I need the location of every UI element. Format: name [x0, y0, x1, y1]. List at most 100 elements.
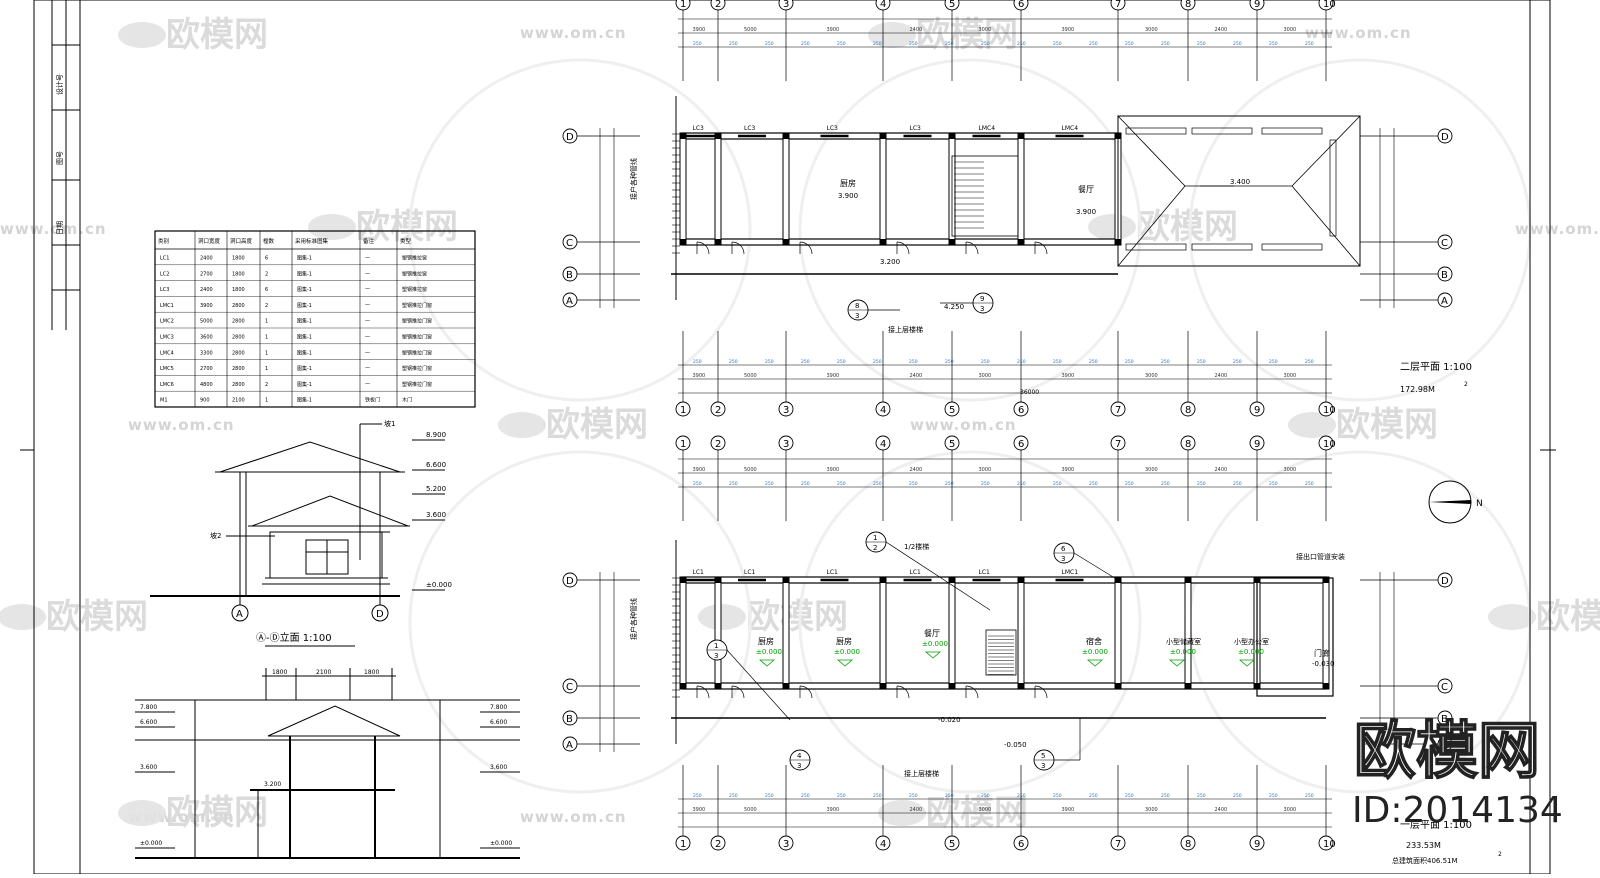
- lower-column: [1018, 683, 1024, 689]
- upper-axis-left-label: A: [566, 296, 573, 307]
- upper-skylight: [1125, 243, 1187, 251]
- lower-window-label: LC1: [979, 569, 991, 576]
- watermark-logo-5: 欧模网: [1288, 405, 1438, 445]
- upper-axis-top-label: 1: [680, 0, 686, 10]
- lower-dim-bottom: 2400: [910, 807, 923, 813]
- lower-sub-dim-top: 250: [1053, 481, 1062, 487]
- lower-axis-right-label: C: [1441, 682, 1448, 693]
- upper-level-small: 4.250: [944, 303, 964, 311]
- elevation-callout-2: 坡2: [210, 531, 221, 540]
- upper-axis-bottom-label: 7: [1115, 405, 1121, 416]
- lower-axis-left-label: A: [566, 740, 573, 751]
- upper-roof-outline: [1117, 115, 1361, 267]
- upper-axis-bottom-label: 6: [1018, 405, 1024, 416]
- upper-door-swing: [696, 241, 710, 255]
- lower-dim-top: 3900: [827, 467, 840, 473]
- watermark-url-6: www.om.cn: [1515, 220, 1600, 238]
- lower-level-marker: [1238, 659, 1256, 667]
- upper-sub-dim-top: 250: [1161, 41, 1170, 47]
- lower-callout-leader-3: [726, 649, 791, 721]
- lower-level-marker: [758, 659, 776, 667]
- lower-right-note: 接出口管道安装: [1296, 552, 1345, 561]
- upper-dim-bottom: 3900: [693, 373, 706, 379]
- lower-dim-top: 5000: [744, 467, 757, 473]
- lower-axis-bottom-label: 2: [715, 839, 721, 850]
- lower-sub-dim-top: 250: [729, 481, 738, 487]
- lower-column: [1185, 577, 1191, 583]
- schedule-cell: 4800: [200, 382, 213, 388]
- lower-wall-south: [682, 682, 1327, 690]
- schedule-cell: LMC6: [160, 382, 174, 388]
- title-block-text: 设计号 图号 日期: [55, 74, 64, 235]
- lower-sub-dim-top: 250: [1161, 481, 1170, 487]
- lower-column: [1018, 577, 1024, 583]
- schedule-cell: 一: [365, 350, 370, 356]
- lower-dim-bottom: 5000: [744, 807, 757, 813]
- lower-column: [880, 683, 886, 689]
- upper-sub-dim-bottom: 250: [1089, 359, 1098, 365]
- schedule-cell: 图集-1: [297, 397, 312, 404]
- elevation-text: 坡1 坡2 8.900 6.600 5.200 3.600 ±0.000 A D…: [210, 419, 452, 644]
- upper-callout-1: 83: [847, 299, 869, 321]
- upper-dim-bottom: 2400: [910, 373, 923, 379]
- lower-axis-bottom-label: 7: [1115, 839, 1121, 850]
- brand-stamp: 欧模网 ID:2014134: [1352, 713, 1563, 831]
- upper-sub-dim-top: 250: [981, 41, 990, 47]
- schedule-cell: 一: [365, 382, 370, 388]
- upper-door-swing: [731, 241, 745, 255]
- lower-wall-cross: [679, 576, 687, 690]
- schedule-cell: 塑钢推拉门窗: [402, 318, 432, 325]
- upper-axis-top-label: 2: [715, 0, 721, 10]
- schedule-cell: LMC5: [160, 366, 174, 372]
- lower-dim-top: 3000: [979, 467, 992, 473]
- upper-sub-dim-top: 250: [837, 41, 846, 47]
- lower-plan-text: 厨房 ±0.000 厨房 ±0.000 餐厅 ±0.000 宿舍 ±0.000 …: [629, 542, 1502, 865]
- upper-wall-cross: [1017, 132, 1025, 246]
- upper-sub-dim-top: 250: [1269, 41, 1278, 47]
- lower-room-6-level: ±0.000: [1238, 648, 1264, 656]
- lower-axis-bottom-label: 1: [680, 839, 686, 850]
- lower-wall-cross: [948, 576, 956, 690]
- elevation-axis-a: A: [236, 609, 243, 620]
- lower-wall-cross: [782, 576, 790, 690]
- upper-axis-left-label: C: [566, 238, 573, 249]
- schedule-header-5: 备注: [363, 237, 375, 245]
- lower-total-area: 总建筑面积406.51M: [1392, 856, 1458, 865]
- upper-roof-hips: [1117, 115, 1361, 267]
- upper-skylight: [1125, 127, 1187, 135]
- lower-sub-dim-top: 250: [1125, 481, 1134, 487]
- lower-dim-bottom: 3000: [1145, 807, 1158, 813]
- section-dim-2: 2100: [316, 669, 331, 676]
- elevation-level-1: 8.900: [426, 431, 446, 439]
- lower-room-3: 餐厅: [924, 629, 940, 638]
- upper-stair: [951, 155, 1019, 237]
- lower-column: [1115, 683, 1121, 689]
- section-drawing: [135, 668, 520, 859]
- watermark-cloud-icon: [1088, 214, 1136, 240]
- upper-room-2: 餐厅: [1078, 185, 1094, 194]
- schedule-header-6: 类型: [400, 237, 412, 245]
- lower-callout-leader-2: [1073, 552, 1119, 581]
- upper-sub-dim-bottom: 250: [1017, 359, 1026, 365]
- upper-axis-top-label: 9: [1254, 0, 1260, 10]
- upper-roof-terrace: [1117, 115, 1361, 267]
- lower-sub-dim-bottom: 250: [945, 793, 954, 799]
- lower-window-label: LC1: [744, 569, 756, 576]
- schedule-cell: 1: [265, 366, 268, 372]
- schedule-cell: 塑钢推拉窗: [402, 286, 427, 293]
- watermark-brand-text: 欧模网: [166, 15, 268, 55]
- upper-wall-cross: [782, 132, 790, 246]
- upper-sub-dim-top: 250: [1305, 41, 1314, 47]
- upper-column: [783, 133, 789, 139]
- upper-axis-bottom-label: 4: [880, 405, 886, 416]
- watermark-logo-4: 欧模网: [498, 405, 648, 445]
- lower-sub-dim-bottom: 250: [1197, 793, 1206, 799]
- upper-axis-top-label: 8: [1185, 0, 1191, 10]
- section-level-l2: 6.600: [140, 719, 157, 726]
- lower-axis-top-label: 3: [783, 439, 789, 450]
- upper-skylight: [1261, 127, 1323, 135]
- lower-sub-dim-top: 250: [1305, 481, 1314, 487]
- lower-room-5: 小型储藏室: [1166, 637, 1201, 646]
